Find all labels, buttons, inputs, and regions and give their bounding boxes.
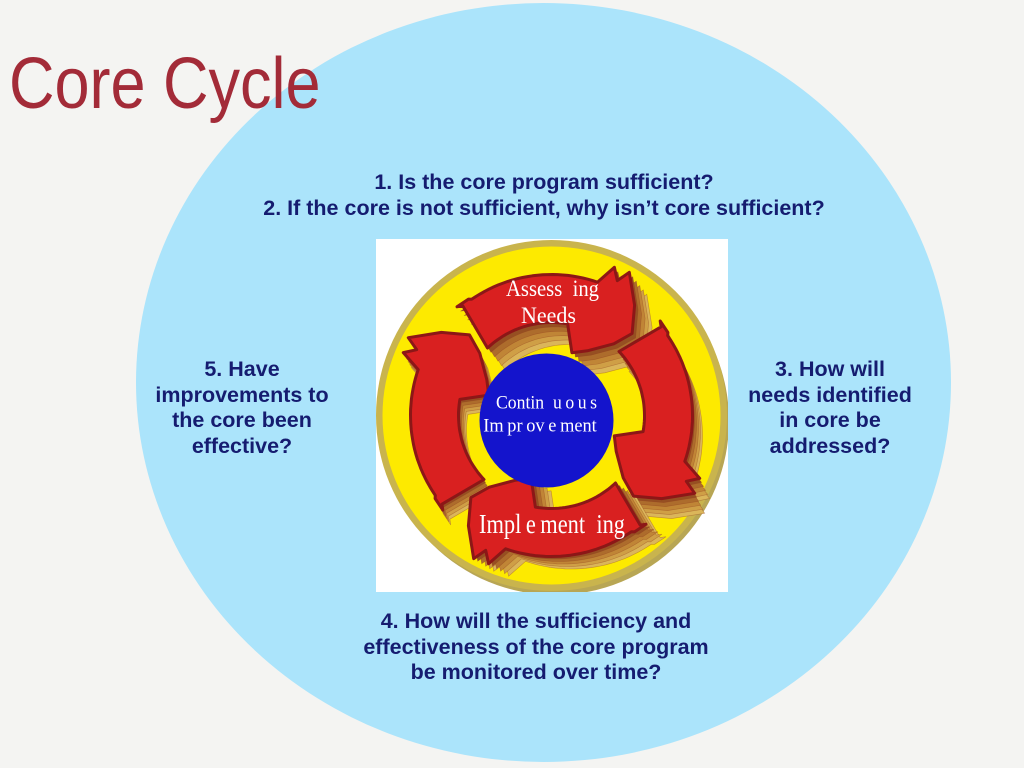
- svg-text:Contin u o u s: Contin u o u s: [496, 394, 597, 414]
- svg-text:Needs: Needs: [521, 303, 576, 329]
- svg-text:Impl e ment ing: Impl e ment ing: [479, 509, 625, 539]
- svg-text:Im pr ov e ment: Im pr ov e ment: [483, 417, 597, 437]
- svg-text:Assess ing: Assess ing: [506, 276, 599, 302]
